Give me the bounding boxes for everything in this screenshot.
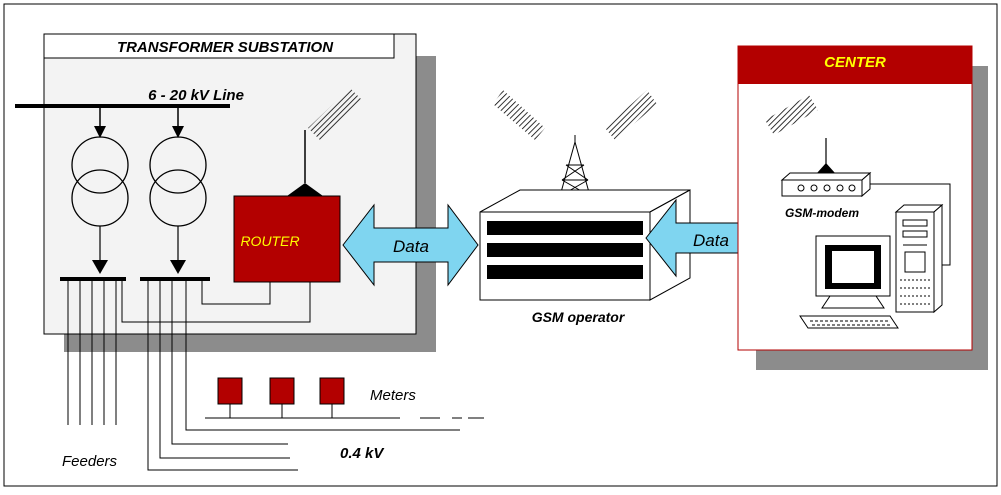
data-link-left: Data (342, 203, 479, 287)
gsm-slot (487, 265, 643, 279)
data-label-right: Data (693, 231, 729, 250)
meter-icon (269, 377, 295, 418)
antenna-icon (493, 90, 545, 140)
antenna-icon (765, 95, 818, 135)
data-label-left: Data (393, 237, 429, 256)
meter-icon (217, 377, 243, 418)
gsm-operator-label: GSM operator (532, 309, 626, 325)
substation-title-bar (43, 33, 395, 59)
router-label: ROUTER (240, 233, 299, 249)
gsm-modem-icon (780, 171, 872, 198)
router-box (233, 195, 341, 283)
meters-label: Meters (370, 387, 416, 404)
substation-box (43, 33, 417, 335)
transformer-icon (149, 106, 207, 274)
gsm-slot (487, 221, 643, 235)
feeders (67, 279, 117, 425)
antenna-icon (605, 90, 657, 140)
center-title: CENTER (824, 54, 886, 71)
transformer-icon (71, 106, 129, 274)
low-voltage-label: 0.4 kV (340, 445, 385, 462)
center: CENTER GSM-modem (737, 45, 988, 370)
gsm-slot (487, 243, 643, 257)
meter-icon (319, 377, 345, 418)
center-header (738, 46, 972, 84)
data-arrow-left (342, 203, 479, 287)
router-wire-1 (201, 279, 271, 305)
substation-title: TRANSFORMER SUBSTATION (117, 39, 334, 56)
computer-icon (799, 203, 944, 329)
feeders-label: Feeders (62, 453, 118, 470)
modem-antenna-base (817, 163, 835, 173)
hv-line-label: 6 - 20 kV Line (148, 87, 244, 104)
low-voltage-lines (147, 279, 484, 471)
antenna-icon (287, 88, 362, 196)
transformer-substation: TRANSFORMER SUBSTATION 6 - 20 kV Line R (15, 33, 436, 352)
gsm-modem-label: GSM-modem (785, 206, 859, 220)
router-wire-2 (121, 279, 311, 323)
